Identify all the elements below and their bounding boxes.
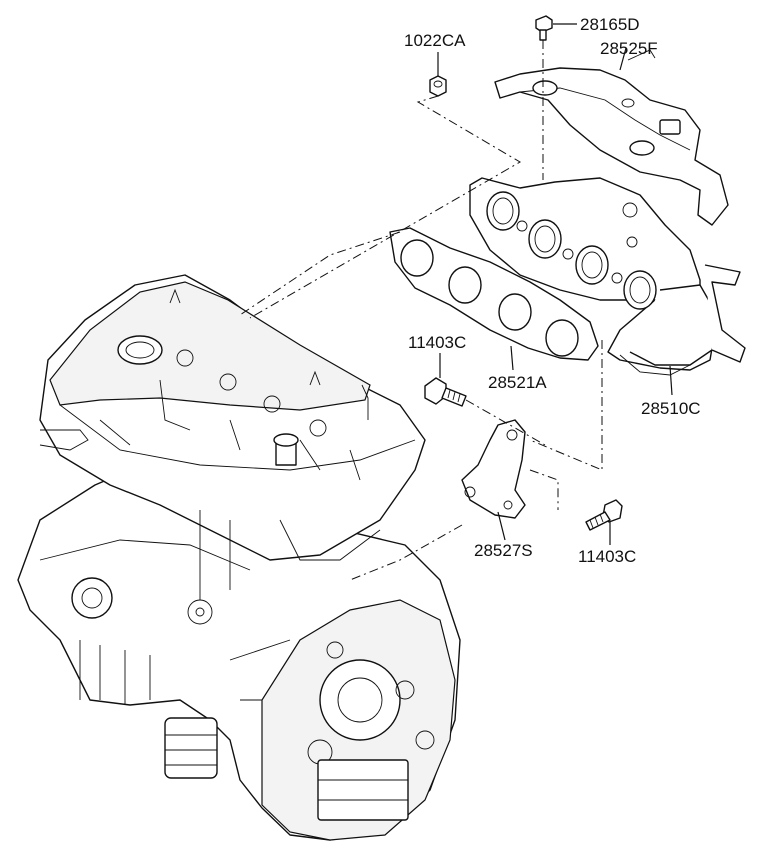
- exhaust-manifold-28510C: [469, 177, 746, 376]
- part-labels: 1022CA 28165D 28525F 11403C 28521A 28510…: [404, 15, 701, 566]
- label-28525F: 28525F: [600, 39, 658, 58]
- label-28510C: 28510C: [641, 399, 701, 418]
- flywheel-hub: [319, 659, 401, 741]
- label-28521A: 28521A: [488, 373, 547, 392]
- oil-filter: [164, 717, 218, 779]
- manifold-port-3: [575, 245, 609, 285]
- bolt-11403C-lower: [585, 499, 623, 531]
- assembly-guide-lines: [239, 40, 603, 581]
- bolt-28165D: [535, 15, 553, 41]
- label-11403C-upper: 11403C: [408, 333, 466, 352]
- starter-bracket: [317, 759, 409, 821]
- nut-1022CA: [429, 75, 447, 97]
- heat-shield-28525F: [494, 49, 729, 226]
- engine-assembly: [17, 274, 461, 841]
- label-11403C-lower: 11403C: [578, 547, 636, 566]
- manifold-port-1: [486, 191, 520, 231]
- label-1022CA: 1022CA: [404, 31, 466, 50]
- label-28165D: 28165D: [580, 15, 640, 34]
- manifold-gasket-28521A: [389, 227, 599, 361]
- bolt-11403C-upper: [424, 377, 467, 407]
- heat-shield-bolt-hole: [532, 80, 558, 96]
- timing-cover-seal: [71, 577, 113, 619]
- oil-filler-cap: [117, 335, 163, 365]
- manifold-port-2: [528, 219, 562, 259]
- manifold-port-4: [623, 270, 657, 310]
- leader-lines: [437, 23, 673, 545]
- manifold-bracket-28527S: [461, 419, 526, 519]
- label-28527S: 28527S: [474, 541, 533, 560]
